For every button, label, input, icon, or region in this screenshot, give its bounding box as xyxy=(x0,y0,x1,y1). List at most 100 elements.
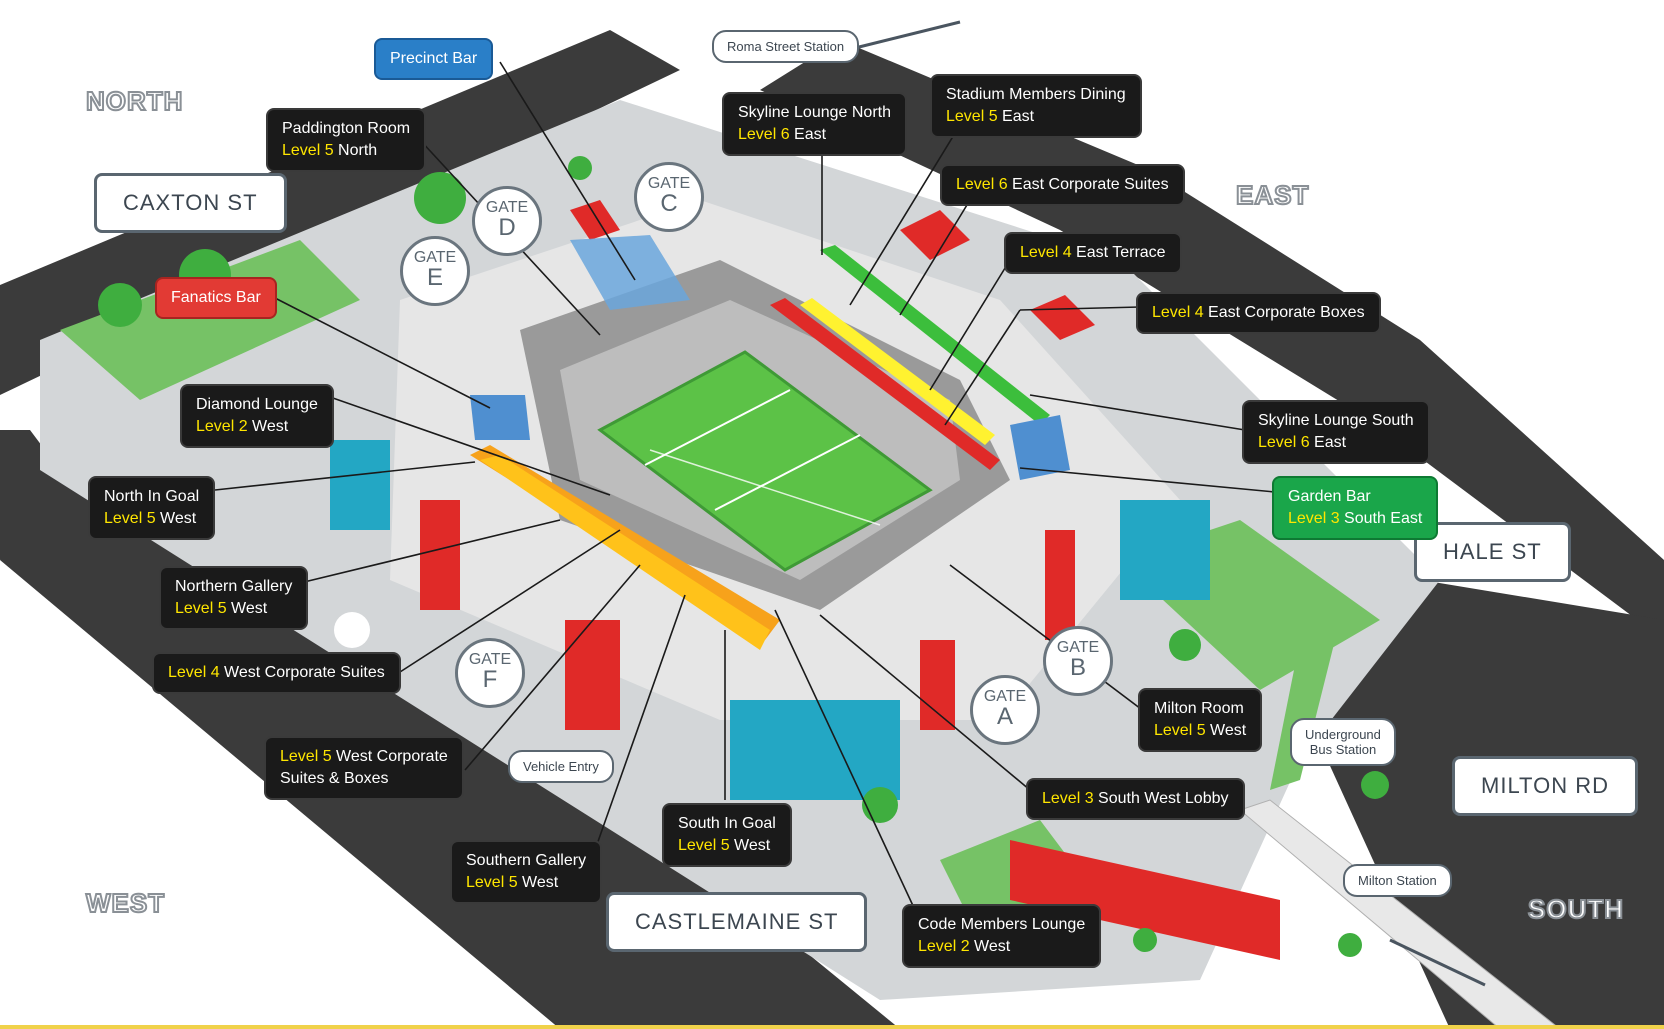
band-east-green xyxy=(820,245,1050,425)
leader-line xyxy=(944,309,1021,426)
label-name-cont: Suites & Boxes xyxy=(280,770,389,787)
label-code-members-lounge[interactable]: Code Members Lounge Level 2 West xyxy=(904,906,1100,966)
leader-line xyxy=(299,519,561,584)
label-name: West Corporate Suites xyxy=(224,664,385,681)
label-side: East xyxy=(794,126,827,143)
label-level: Level 3 xyxy=(1288,510,1340,527)
label-stadium-members-dining[interactable]: Stadium Members Dining Level 5 East xyxy=(932,76,1140,136)
label-name: East Corporate Suites xyxy=(1012,176,1169,193)
compass-south: SOUTH xyxy=(1527,893,1624,925)
gate-letter: E xyxy=(426,264,443,291)
label-side: North xyxy=(338,142,378,159)
label-level: Level 5 xyxy=(104,510,156,527)
roof-red xyxy=(900,210,970,260)
label-name: Skyline Lounge North xyxy=(738,104,891,121)
facade-red xyxy=(1045,530,1075,640)
leader-line xyxy=(399,529,621,673)
roundabout xyxy=(334,612,370,648)
label-north-in-goal[interactable]: North In Goal Level 5 West xyxy=(90,478,214,538)
gate-word: GATE xyxy=(983,688,1027,705)
tree xyxy=(1133,928,1157,952)
street-milton: MILTON RD xyxy=(1452,756,1638,816)
label-skyline-lounge-south[interactable]: Skyline Lounge South Level 6 East xyxy=(1244,402,1428,462)
label-name: South West Lobby xyxy=(1098,790,1229,807)
label-side: West xyxy=(252,418,289,435)
band-east-red xyxy=(770,298,1000,470)
leader-line xyxy=(819,614,1031,791)
leader-line xyxy=(594,594,686,851)
leader-lines xyxy=(214,20,1486,987)
tree xyxy=(414,172,466,224)
label-precinct-bar[interactable]: Precinct Bar xyxy=(376,40,492,78)
band-west-gold xyxy=(480,455,770,650)
label-name: East Corporate Boxes xyxy=(1208,304,1365,321)
label-name: Milton Room xyxy=(1154,700,1244,717)
gate-letter: C xyxy=(660,190,678,217)
band-east-yellow xyxy=(800,298,995,445)
label-east-corporate-boxes[interactable]: Level 4 East Corporate Boxes xyxy=(1138,294,1379,332)
bottom-border xyxy=(0,1025,1664,1029)
gate-letter: D xyxy=(498,214,516,241)
label-west-corporate-suites-boxes[interactable]: Level 5 West Corporate Suites & Boxes xyxy=(266,738,462,798)
street-castlemaine: CASTLEMAINE ST xyxy=(606,892,868,952)
label-garden-bar[interactable]: Garden Bar Level 3 South East xyxy=(1274,478,1437,538)
label-southern-gallery[interactable]: Southern Gallery Level 5 West xyxy=(452,842,601,902)
label-west-corporate-suites[interactable]: Level 4 West Corporate Suites xyxy=(154,654,399,692)
label-east-terrace[interactable]: Level 4 East Terrace xyxy=(1006,234,1180,272)
leader-line xyxy=(274,297,491,409)
label-level: Level 6 xyxy=(1258,434,1310,451)
pitch-line xyxy=(644,389,791,466)
label-south-west-lobby[interactable]: Level 3 South West Lobby xyxy=(1028,780,1243,818)
leader-line xyxy=(1029,394,1246,431)
label-level: Level 6 xyxy=(738,126,790,143)
label-level: Level 5 xyxy=(678,837,730,854)
label-diamond-lounge[interactable]: Diamond Lounge Level 2 West xyxy=(182,386,332,446)
gate-word: GATE xyxy=(413,249,457,266)
gate-word: GATE xyxy=(647,175,691,192)
label-fanatics-bar[interactable]: Fanatics Bar xyxy=(157,279,275,317)
leader-line xyxy=(329,396,611,496)
gate-letter: B xyxy=(1069,654,1086,681)
roma-arrow xyxy=(854,20,961,50)
label-milton-room[interactable]: Milton Room Level 5 West xyxy=(1140,690,1261,750)
label-level: Level 5 xyxy=(466,874,518,891)
compass-north: NORTH xyxy=(85,85,184,117)
label-side: West xyxy=(522,874,559,891)
label-name: West Corporate xyxy=(336,748,448,765)
gate-word: GATE xyxy=(485,199,529,216)
blue-box xyxy=(1010,415,1070,480)
label-level: Level 6 xyxy=(956,176,1008,193)
label-south-in-goal[interactable]: South In Goal Level 5 West xyxy=(664,805,790,865)
street-caxton: CAXTON ST xyxy=(94,173,287,233)
callout-underground-bus-station: Underground Bus Station xyxy=(1290,718,1396,766)
label-level: Level 5 xyxy=(946,108,998,125)
leader-line xyxy=(899,199,971,316)
south-building xyxy=(1010,840,1280,960)
gate-letter: F xyxy=(482,666,498,693)
street-hale: HALE ST xyxy=(1414,522,1571,582)
label-northern-gallery[interactable]: Northern Gallery Level 5 West xyxy=(161,568,307,628)
label-level: Level 4 xyxy=(168,664,220,681)
label-level: Level 4 xyxy=(1152,304,1204,321)
leader-line xyxy=(214,461,476,491)
label-paddington-room[interactable]: Paddington Room Level 5 North xyxy=(268,110,425,170)
pitch-line xyxy=(714,434,861,511)
label-name: Northern Gallery xyxy=(175,578,293,595)
compass-west: WEST xyxy=(85,887,166,919)
label-skyline-lounge-north[interactable]: Skyline Lounge North Level 6 East xyxy=(724,94,905,154)
leader-line xyxy=(929,259,1011,391)
label-name: Skyline Lounge South xyxy=(1258,412,1414,429)
label-level: Level 5 xyxy=(1154,722,1206,739)
rail-line xyxy=(1238,799,1561,1029)
label-east-corporate-suites[interactable]: Level 6 East Corporate Suites xyxy=(942,166,1183,204)
facade-red xyxy=(920,640,955,730)
label-side: West xyxy=(160,510,197,527)
label-side: West xyxy=(1210,722,1247,739)
tree xyxy=(1338,933,1362,957)
